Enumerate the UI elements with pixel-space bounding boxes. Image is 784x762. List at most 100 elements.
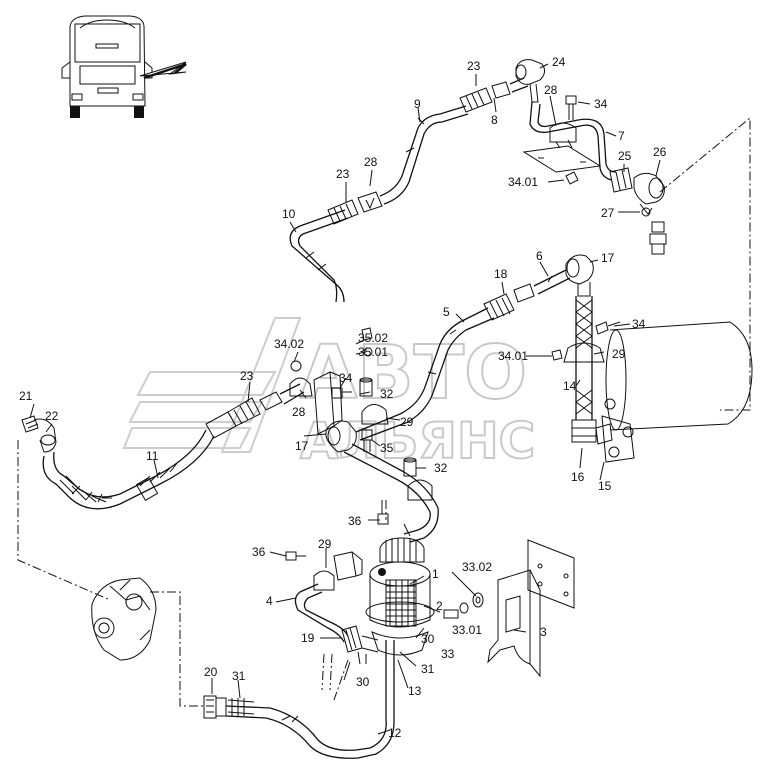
callout-28-top: 28 [544,83,558,97]
callout-34-middle: 34 [339,371,353,385]
bolt-34-middle [331,387,352,399]
callout-23-lower: 23 [240,369,254,383]
callout-26: 26 [653,145,667,159]
callout-27: 27 [601,206,615,220]
callout-33: 33 [441,647,455,661]
callout-32-upper: 32 [380,387,394,401]
hose-10 [289,209,349,303]
clamp-29-right [551,321,621,363]
callout-25: 25 [618,149,632,163]
callout-12: 12 [388,726,402,740]
hidden-lines-30 [321,653,349,701]
callout-13: 13 [408,684,422,698]
callout-34-right: 34 [632,317,646,331]
watermark-text-2: АЛЬЯНС [300,412,535,470]
elbow-17-right [565,254,594,297]
fitting-17-middle [325,420,357,453]
callout-4: 4 [266,594,273,608]
fitting-27-bottom [649,221,667,255]
callout-23-upper: 23 [336,167,350,181]
hose-5 [355,307,495,441]
callout-16: 16 [571,470,585,484]
callout-29-middle: 29 [400,415,414,429]
callout-32-lower: 32 [434,461,448,475]
callout-20: 20 [204,665,218,679]
callout-29-right: 29 [612,347,626,361]
callout-3: 3 [540,625,547,639]
callout-33-02: 33.02 [462,560,492,574]
callout-1: 1 [432,567,439,581]
leader-lines [29,63,661,735]
callout-labels: 21 22 11 23 28 17 10 23 28 9 23 8 24 28 … [19,55,667,740]
callout-28-middle: 28 [292,405,306,419]
callout-35: 35 [380,441,394,455]
callout-35-01: 35.01 [358,345,388,359]
washers-33 [443,592,484,619]
hose-14-braided [571,296,597,443]
bus-rear-view-icon [61,15,187,118]
watermark-logo [122,317,302,453]
callout-6: 6 [536,249,543,263]
line-4 [294,583,349,643]
callout-11: 11 [146,449,159,463]
callout-8: 8 [491,113,498,127]
reservoir-1 [365,537,435,656]
bolt-36-middle [377,500,389,525]
watermark-text-1: АВТО [300,330,527,416]
bolt-34-top [565,95,579,185]
hose-9 [379,105,469,205]
hose-11 [42,429,215,510]
steering-box-15 [595,321,753,463]
clamp-28-top [522,122,602,173]
fitting-23-top [459,77,529,113]
fitting-23-upper [327,191,383,225]
fitting-21-22 [21,415,57,453]
callout-30-left: 30 [356,675,370,689]
callout-29-lower: 29 [318,537,332,551]
callout-35-02: 35.02 [358,331,388,345]
callout-7: 7 [618,129,625,143]
guide-lines [17,116,751,707]
callout-31-left: 31 [232,669,246,683]
callout-19: 19 [301,631,315,645]
callout-34-01-top: 34.01 [508,175,538,189]
callout-14: 14 [563,379,577,393]
callout-33-01: 33.01 [452,623,482,637]
callout-34-01-right: 34.01 [498,349,528,363]
elbow-24 [515,59,546,103]
callout-31-right: 31 [421,662,435,676]
callout-36-middle: 36 [348,514,362,528]
callout-30-right: 30 [421,632,435,646]
clamp-29-middle [361,404,433,501]
line-7 [529,101,617,181]
callout-34-top: 34 [594,97,608,111]
callout-5: 5 [443,305,450,319]
callout-36-lower: 36 [252,545,266,559]
fitting-18 [483,283,535,321]
callout-21: 21 [19,389,33,403]
callout-9: 9 [414,97,421,111]
clamp-29-lower [285,551,363,591]
callout-23-top: 23 [467,59,481,73]
watermark: АВТО АЛЬЯНС [122,317,536,471]
spacer-32-upper [359,377,373,397]
callout-34-02: 34.02 [274,337,304,351]
hose-lower-middle [343,443,439,543]
callout-18: 18 [494,267,508,281]
callout-17-middle: 17 [295,439,309,453]
hose-12 [225,640,395,759]
callout-17-right: 17 [601,251,615,265]
fitting-19 [341,625,379,665]
callout-22: 22 [45,409,59,423]
hose-6 [533,269,571,295]
fitting-20-31 [203,695,255,719]
fitting-25-26 [609,167,665,217]
bracket-3 [487,539,575,678]
callout-24: 24 [552,55,566,69]
callout-15: 15 [598,479,612,493]
callout-28-upper: 28 [364,155,378,169]
callout-10: 10 [282,207,296,221]
fitting-23-lower [205,383,305,439]
callout-2: 2 [436,599,443,613]
